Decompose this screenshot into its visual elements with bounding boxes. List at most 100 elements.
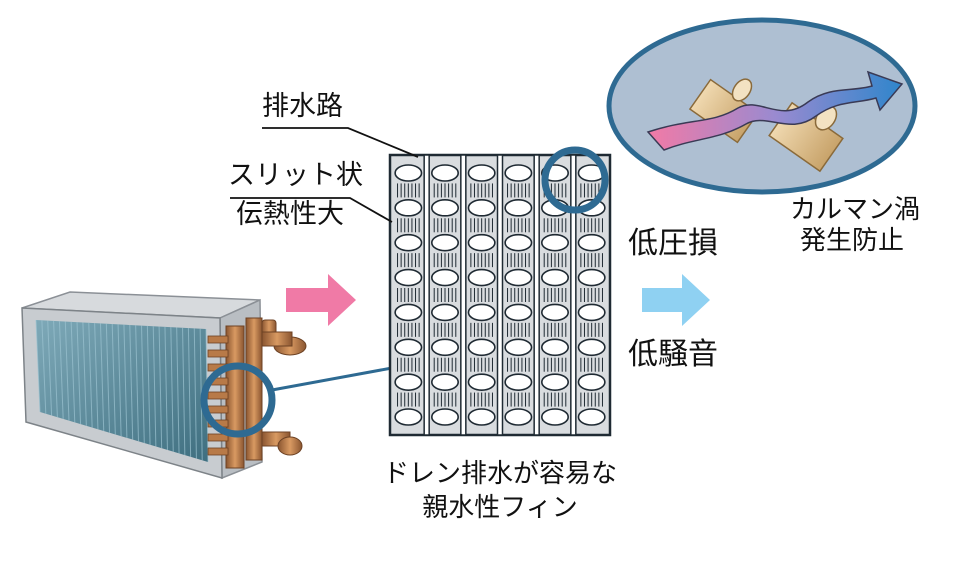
incoming-air-arrow — [286, 274, 356, 326]
fin-tube-hole — [504, 303, 533, 322]
fin-tube-hole — [430, 233, 459, 252]
fin-tube-hole — [577, 408, 606, 426]
coil-fin-face — [36, 320, 208, 462]
coil-fin-line — [164, 326, 168, 450]
fin-tube-hole — [394, 338, 423, 357]
coil-fin-line — [193, 328, 197, 459]
coil-fin-line — [129, 324, 134, 440]
coil-fin-line — [182, 327, 186, 456]
fin-drain-channel — [460, 154, 467, 436]
fin-tube-hole — [504, 233, 533, 252]
coil-fin-line — [152, 326, 157, 447]
fin-tube-hole — [504, 164, 533, 182]
coil-fin-line — [82, 322, 87, 426]
coil-fin-line — [123, 324, 128, 438]
slit-leader — [230, 197, 393, 223]
coil-fin-line — [35, 319, 41, 413]
fin-tube-hole — [430, 303, 459, 322]
fin-panel — [388, 153, 612, 437]
fin-tube-hole — [467, 199, 496, 217]
fin-tube-hole — [467, 268, 496, 287]
coil-return-bend — [207, 349, 229, 358]
drain-path-leader — [262, 127, 419, 158]
fin-column — [423, 154, 459, 436]
fin-caption-line1: ドレン排水が容易な — [382, 459, 617, 489]
fin-tube-hole — [394, 199, 423, 217]
outgoing-air-arrow — [642, 274, 710, 326]
fin-tube-hole — [504, 408, 533, 426]
fin-tube-hole — [504, 268, 533, 287]
coil-fin-line — [176, 327, 180, 454]
fin-tube-hole — [577, 268, 606, 287]
coil-fin-line — [47, 320, 53, 416]
coil-fin-line — [111, 324, 116, 435]
coil-zoom-circle — [200, 362, 276, 438]
coil-fin-line — [70, 321, 76, 423]
coil-fin-line — [53, 320, 58, 418]
fin-tube-hole — [430, 373, 459, 391]
slit-label-line2: 伝熱性大 — [236, 199, 344, 230]
coil-fin-line — [158, 326, 163, 449]
coil-fin-line — [58, 321, 64, 419]
fin-tube-hole — [467, 373, 496, 391]
coil-fin-line — [99, 323, 105, 431]
coil-fin-line — [146, 325, 151, 445]
fin-tube-hole — [577, 303, 606, 322]
low-pressure-loss-label: 低圧損 — [628, 226, 718, 261]
fin-tube-hole — [394, 373, 423, 391]
coil-return-bend — [207, 391, 229, 400]
fin-tube-hole — [394, 408, 423, 426]
coil-return-bend — [207, 447, 229, 456]
fin-column — [496, 154, 533, 436]
fin-tube-hole — [430, 164, 459, 182]
fin-tube-hole — [467, 303, 496, 322]
coil-fin-line — [135, 325, 139, 442]
coil-fin-lines — [35, 319, 209, 463]
fin-tube-hole — [540, 303, 569, 322]
karman-label-line1: カルマン渦 — [790, 195, 921, 225]
fin-tube-hole — [504, 199, 533, 217]
coil-fin-line — [141, 325, 145, 444]
coil-fin-line — [88, 322, 93, 428]
fin-tube-hole — [394, 233, 423, 252]
coil-fin-line — [76, 322, 82, 425]
fin-zoom-circle — [541, 146, 609, 214]
karman-label-line2: 発生防止 — [800, 226, 905, 256]
fin-caption-line2: 親水性フィン — [422, 493, 578, 523]
low-noise-label: 低騒音 — [628, 337, 718, 372]
fin-tube-hole — [540, 233, 569, 252]
coil-fin-line — [64, 321, 70, 421]
fin-tube-hole — [394, 164, 423, 182]
fin-tube-hole — [504, 338, 533, 357]
fin-tube-hole — [467, 233, 496, 252]
coil-return-bend — [207, 335, 229, 344]
coil-zoom-leader — [271, 366, 393, 392]
fin-column — [460, 154, 496, 436]
fin-tube-hole — [540, 268, 569, 287]
fin-columns — [394, 154, 606, 436]
fin-tube-hole — [430, 268, 459, 287]
fin-drain-channel — [533, 154, 540, 436]
slit-label-line1: スリット状 — [228, 160, 363, 191]
coil-fin-line — [94, 323, 99, 430]
fin-tube-hole — [467, 408, 496, 426]
coil-return-bend — [207, 433, 229, 442]
fin-tube-hole — [577, 233, 606, 252]
fin-column — [394, 164, 423, 426]
fin-tube-hole — [467, 338, 496, 357]
fin-tube-hole — [430, 408, 459, 426]
fin-tube-hole — [540, 338, 569, 357]
fin-tube-hole — [504, 373, 533, 391]
fin-drain-channel — [496, 154, 504, 436]
coil-fin-line — [41, 320, 47, 414]
fin-drain-channel — [423, 154, 430, 436]
fin-tube-hole — [430, 338, 459, 357]
drain-path-label: 排水路 — [262, 91, 343, 122]
fin-tube-hole — [394, 268, 423, 287]
fin-tube-hole — [540, 408, 569, 426]
fin-tube-hole — [394, 303, 423, 322]
fin-tube-hole — [430, 199, 459, 217]
fin-tube-hole — [577, 373, 606, 391]
